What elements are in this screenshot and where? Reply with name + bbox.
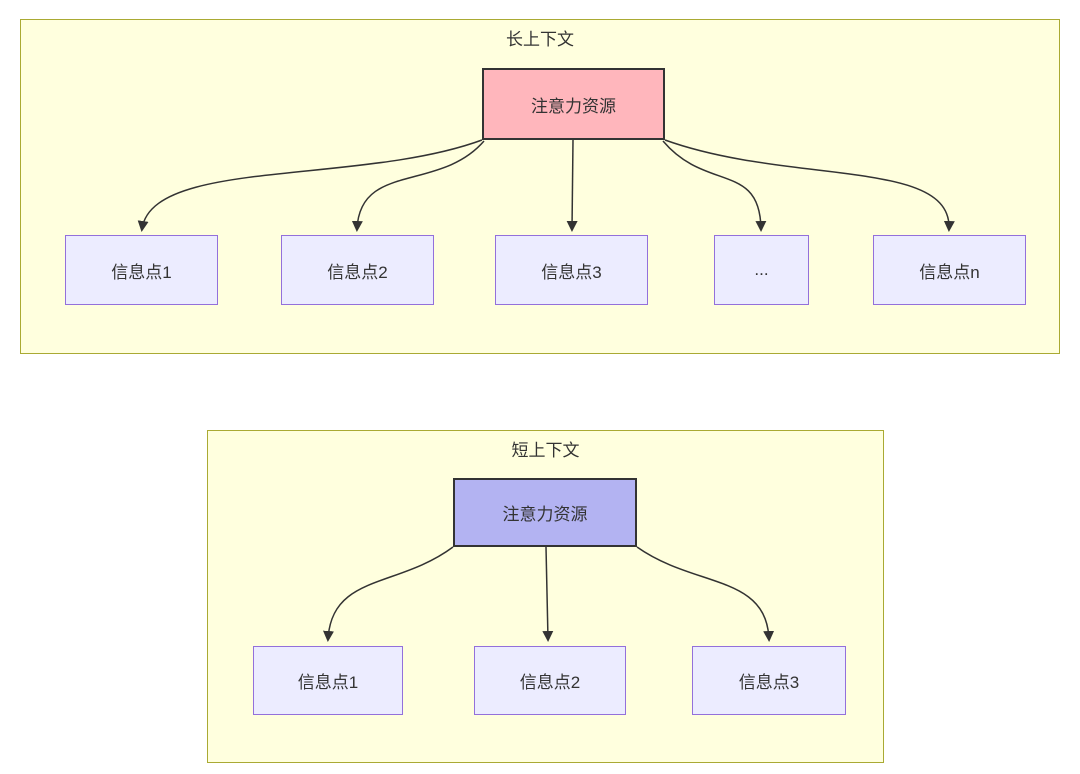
short-attention-resource-label: 注意力资源	[502, 505, 588, 524]
short-info-node-2: 信息点2	[474, 646, 626, 715]
long-info-node-3-label: 信息点3	[541, 262, 602, 282]
long-info-node-n: 信息点n	[873, 235, 1026, 305]
long-info-node-ellipsis: ...	[714, 235, 809, 305]
long-info-node-3: 信息点3	[495, 235, 648, 305]
long-attention-resource-label: 注意力资源	[531, 96, 616, 116]
short-info-node-3: 信息点3	[692, 646, 846, 715]
short-info-node-1: 信息点1	[253, 646, 403, 715]
long-info-node-ellipsis-label: ...	[754, 260, 769, 279]
long-attention-resource-node: 注意力资源	[482, 68, 665, 140]
short-info-node-1-label: 信息点1	[297, 673, 359, 692]
long-context-title: 长上下文	[506, 30, 574, 49]
long-info-node-1: 信息点1	[65, 235, 218, 305]
short-context-title: 短上下文	[511, 441, 580, 460]
long-info-node-2: 信息点2	[281, 235, 434, 305]
long-info-node-1-label: 信息点1	[111, 262, 172, 282]
long-info-node-2-label: 信息点2	[327, 262, 388, 282]
short-attention-resource-node: 注意力资源	[453, 478, 637, 547]
long-info-node-n-label: 信息点n	[919, 262, 980, 282]
short-info-node-2-label: 信息点2	[519, 673, 581, 692]
short-info-node-3-label: 信息点3	[738, 673, 800, 692]
